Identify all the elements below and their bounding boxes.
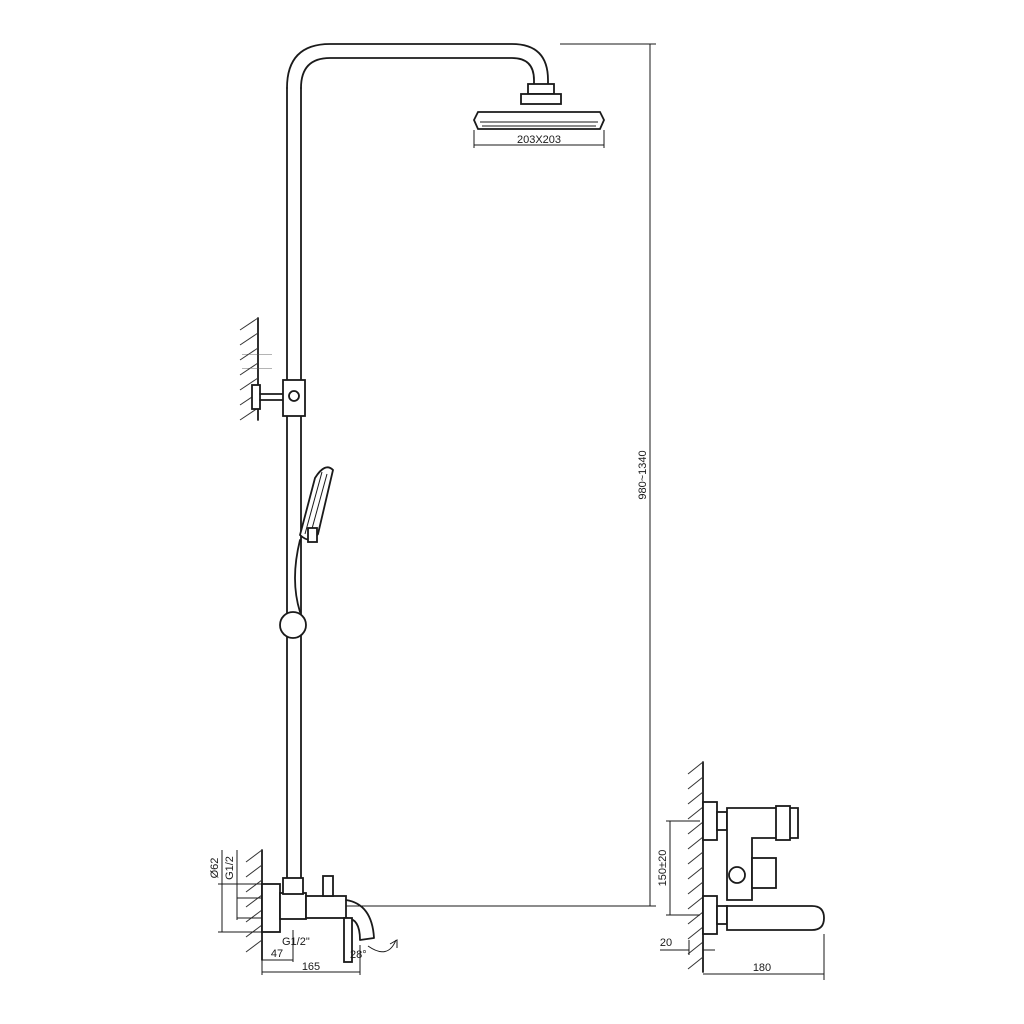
spout-angle-label: 28° xyxy=(350,949,367,961)
bath-mixer-side: 28° G1/2" xyxy=(261,875,398,963)
head-size-label: 203X203 xyxy=(517,134,561,146)
slide-holder xyxy=(279,611,307,639)
height-range-label: 980~1340 xyxy=(637,450,649,499)
hand-shower xyxy=(294,466,334,613)
overhead-shower-head xyxy=(473,83,605,130)
lower-wall xyxy=(245,849,263,961)
mixer-side-view xyxy=(687,761,825,973)
inlet-offset-label: 47 xyxy=(271,948,283,960)
head-size-dimension: 203X203 xyxy=(473,130,605,148)
inlet-dimensions: Ø62 G1/2 xyxy=(209,850,268,933)
mixer-depth-label: 180 xyxy=(753,962,771,974)
outlet-thread-label: G1/2" xyxy=(282,936,310,948)
outlet-distance-label: 150±20 xyxy=(657,850,669,887)
inlet-thread-label: G1/2 xyxy=(224,856,236,880)
spout-reach-label: 165 xyxy=(302,961,320,973)
svg-text:—————: ————— xyxy=(242,366,272,372)
height-dimension: 980~1340 xyxy=(345,43,656,907)
upper-wall-bracket: ————— ————— xyxy=(239,317,306,421)
shower-column xyxy=(286,43,549,881)
svg-text:—————: ————— xyxy=(242,352,272,358)
mixer-dimensions: 150±20 20 180 xyxy=(657,820,825,980)
flange-diameter-label: Ø62 xyxy=(209,858,221,879)
bottom-dimensions: 47 165 xyxy=(261,930,361,975)
wall-offset-label: 20 xyxy=(660,937,672,949)
